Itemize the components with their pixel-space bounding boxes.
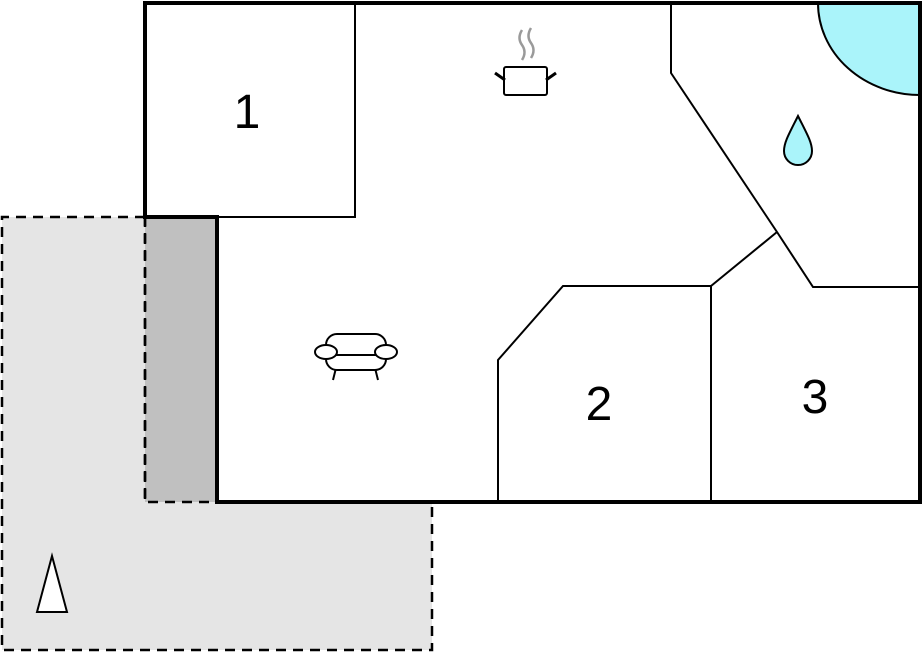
room-label-3: 3 bbox=[802, 371, 829, 424]
house-interior bbox=[145, 3, 920, 502]
cooking-pot-icon bbox=[494, 27, 557, 96]
outer-walls bbox=[143, 1, 922, 504]
water-drop-icon bbox=[782, 113, 814, 166]
room-label-1: 1 bbox=[234, 86, 261, 139]
north-arrow-icon bbox=[35, 552, 69, 613]
water-area bbox=[816, 1, 921, 97]
covered-area bbox=[145, 217, 217, 502]
sofa-icon bbox=[314, 333, 398, 381]
room-label-2: 2 bbox=[586, 378, 613, 431]
terrace-outline bbox=[0, 215, 434, 652]
interior-walls bbox=[145, 3, 920, 502]
